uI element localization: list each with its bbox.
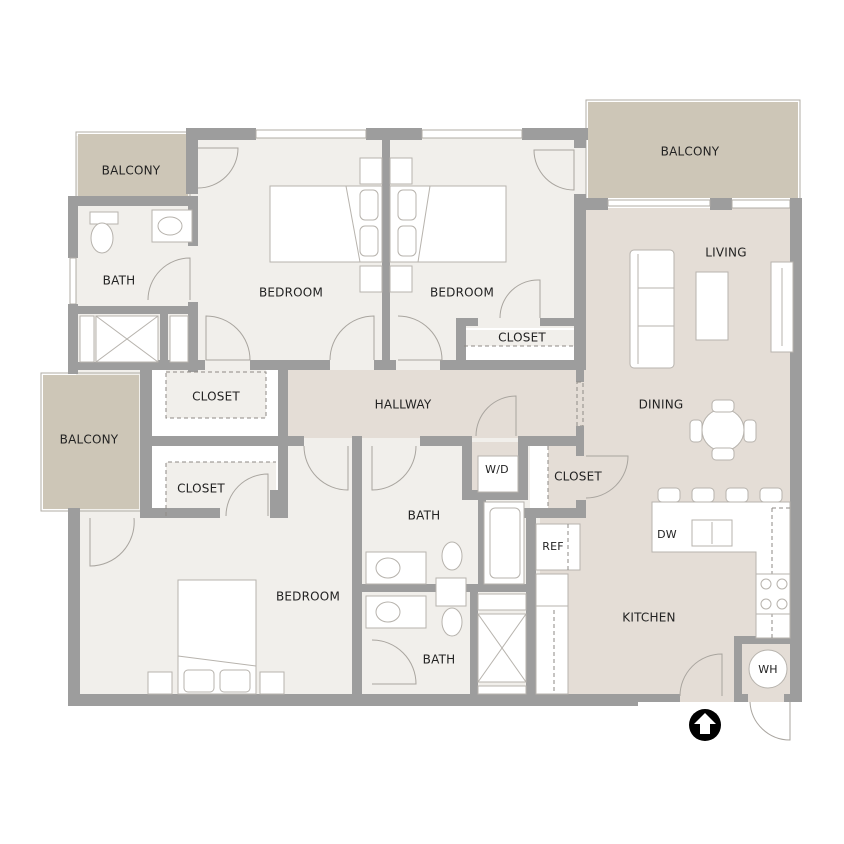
balcony-w [43, 375, 139, 509]
room-label-bath-center: BATH [408, 509, 441, 523]
walls [68, 128, 802, 706]
room-label-wd: W/D [485, 463, 509, 476]
room-label-bedroom-nw: BEDROOM [259, 286, 323, 300]
room-label-wh: WH [758, 663, 778, 676]
room-label-bedroom-n: BEDROOM [430, 286, 494, 300]
balcony-ne [588, 102, 798, 198]
room-label-closet-w2: CLOSET [177, 482, 225, 496]
balconies [40, 99, 801, 512]
balcony-nw [78, 134, 188, 196]
room-label-closet-w1: CLOSET [192, 390, 240, 404]
doors [89, 147, 791, 741]
room-label-bedroom-sw: BEDROOM [276, 590, 340, 604]
room-label-closet-n: CLOSET [498, 331, 546, 345]
room-labels: BALCONY BALCONY BALCONY BATH BEDROOM BED… [60, 145, 778, 677]
room-label-balcony-nw: BALCONY [102, 164, 161, 178]
room-label-kitchen: KITCHEN [622, 611, 675, 625]
room-label-balcony-w: BALCONY [60, 433, 119, 447]
room-label-bath-nw: BATH [103, 274, 136, 288]
room-label-balcony-ne: BALCONY [661, 145, 720, 159]
room-label-bath-south: BATH [423, 653, 456, 667]
entry-arrow-icon [689, 709, 721, 741]
room-label-ref: REF [542, 540, 564, 553]
room-label-hallway: HALLWAY [375, 398, 432, 412]
room-label-living: LIVING [705, 246, 746, 260]
fixtures [79, 157, 794, 695]
room-label-dining: DINING [639, 398, 684, 412]
room-label-dw: DW [657, 528, 677, 541]
room-label-closet-e: CLOSET [554, 470, 602, 484]
